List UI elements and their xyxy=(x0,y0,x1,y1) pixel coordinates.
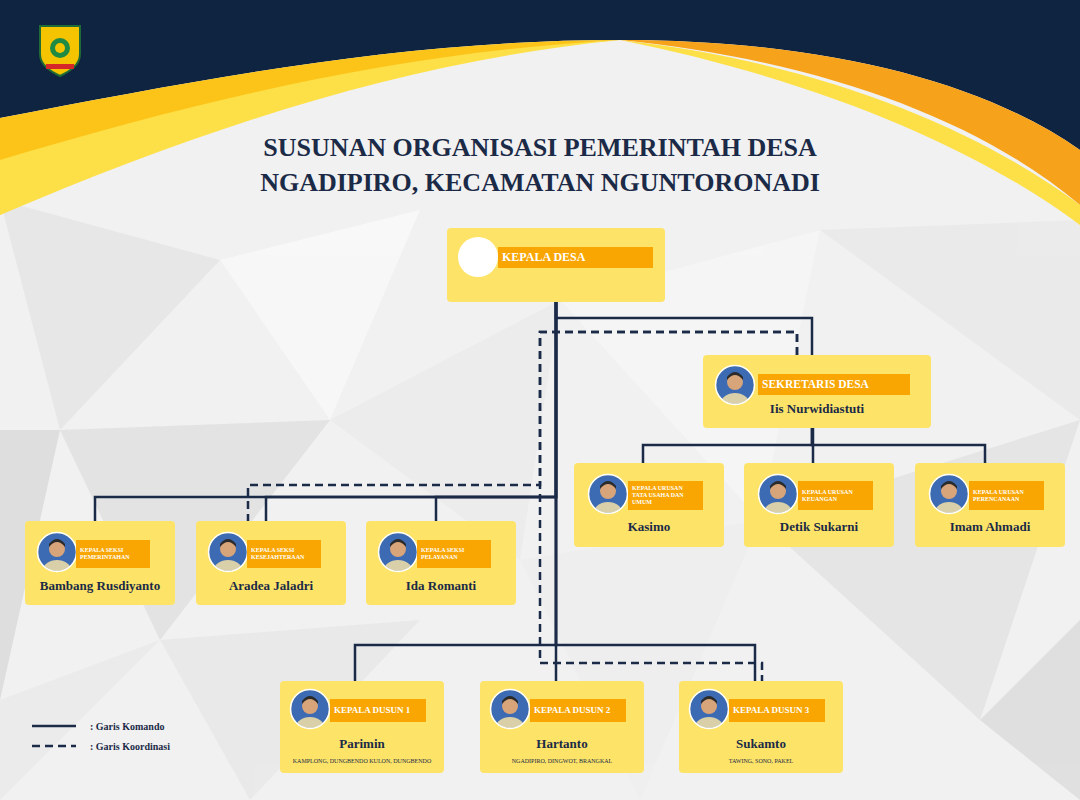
person-name: Aradea Jaladri xyxy=(196,578,346,594)
head-box: KEPALA DESA xyxy=(447,228,665,302)
hamlet-box: KEPALA DUSUN 2 HartantoNGADIPIRO, DINGWOT… xyxy=(480,681,644,773)
role-band: KEPALA SEKSI PEMERINTAHAN xyxy=(76,540,150,568)
portrait-photo xyxy=(376,530,420,574)
portrait-photo xyxy=(927,472,971,516)
role-band: KEPALA URUSAN TATA USAHA DAN UMUM xyxy=(628,481,703,510)
role-band: KEPALA SEKSI KESEJAHTERAAN xyxy=(247,540,321,568)
role-band: KEPALA DUSUN 2 xyxy=(530,699,626,722)
portrait-photo xyxy=(586,472,630,516)
role-title: KEPALA URUSAN TATA USAHA DAN UMUM xyxy=(632,485,699,506)
command-line xyxy=(436,302,556,521)
person-name: Parimin xyxy=(280,736,444,752)
section-box: KEPALA SEKSI PELAYANAN Ida Romanti xyxy=(366,521,516,605)
portrait-photo xyxy=(288,687,332,731)
person-name: Kasimo xyxy=(574,519,724,535)
portrait-photo xyxy=(687,687,731,731)
title-block: SUSUNAN ORGANISASI PEMERINTAH DESA NGADI… xyxy=(0,130,1080,200)
portrait-photo xyxy=(35,530,79,574)
person-name: Sukamto xyxy=(679,736,843,752)
portrait-photo xyxy=(713,363,757,407)
role-title: KEPALA DUSUN 1 xyxy=(334,705,410,715)
person-name: Iis Nurwidiastuti xyxy=(703,401,931,417)
legend-text: : Garis Komando xyxy=(90,721,164,732)
legend-entry: : Garis Komando xyxy=(30,716,170,736)
person-name: Hartanto xyxy=(480,736,644,752)
section-box: KEPALA SEKSI KESEJAHTERAAN Aradea Jaladri xyxy=(196,521,346,605)
role-band: KEPALA URUSAN KEUANGAN xyxy=(798,481,873,510)
role-title: KEPALA URUSAN KEUANGAN xyxy=(802,489,869,503)
legend-entry: : Garis Koordinasi xyxy=(30,736,170,756)
village-logo xyxy=(40,26,80,76)
affairs-box: KEPALA URUSAN PERENCANAAN Imam Ahmadi xyxy=(915,463,1065,547)
role-band: KEPALA DUSUN 1 xyxy=(330,699,426,722)
header-stripe xyxy=(620,40,1080,225)
role-band: KEPALA SEKSI PELAYANAN xyxy=(417,540,491,568)
hamlet-areas: TAWING, SONO, PAKEL xyxy=(679,758,843,765)
role-title: SEKRETARIS DESA xyxy=(762,378,869,391)
role-title: KEPALA SEKSI KESEJAHTERAAN xyxy=(251,547,317,561)
role-band: SEKRETARIS DESA xyxy=(758,374,910,395)
role-title: KEPALA DUSUN 3 xyxy=(733,705,809,715)
legend: : Garis Komando : Garis Koordinasi xyxy=(30,716,170,756)
legend-text: : Garis Koordinasi xyxy=(90,741,170,752)
command-line xyxy=(355,302,556,681)
person-name: Imam Ahmadi xyxy=(915,519,1065,535)
command-line xyxy=(266,302,556,521)
legend-line-sample xyxy=(30,740,76,752)
role-band: KEPALA DESA xyxy=(498,247,653,268)
low-poly-pattern xyxy=(0,200,1080,800)
role-title: KEPALA DESA xyxy=(502,251,585,265)
hamlet-box: KEPALA DUSUN 1 PariminKAMPLONG, DUNGBENDO… xyxy=(280,681,444,773)
role-band: KEPALA DUSUN 3 xyxy=(729,699,825,722)
hamlet-areas: NGADIPIRO, DINGWOT, BRANGKAL xyxy=(480,758,644,765)
command-line xyxy=(643,428,812,463)
person-name: Ida Romanti xyxy=(366,578,516,594)
command-line xyxy=(812,428,985,463)
secretary-box: SEKRETARIS DESA Iis Nurwidiastuti xyxy=(703,355,931,428)
role-title: KEPALA DUSUN 2 xyxy=(534,705,610,715)
affairs-box: KEPALA URUSAN TATA USAHA DAN UMUM Kasimo xyxy=(574,463,724,547)
hamlet-box: KEPALA DUSUN 3 SukamtoTAWING, SONO, PAKEL xyxy=(679,681,843,773)
portrait-photo xyxy=(488,687,532,731)
role-title: KEPALA URUSAN PERENCANAAN xyxy=(973,489,1040,503)
role-band: KEPALA URUSAN PERENCANAAN xyxy=(969,481,1044,510)
portrait-photo xyxy=(756,472,800,516)
section-box: KEPALA SEKSI PEMERINTAHAN Bambang Rusdiya… xyxy=(25,521,175,605)
role-title: KEPALA SEKSI PEMERINTAHAN xyxy=(80,547,146,561)
photo-placeholder xyxy=(456,235,500,279)
command-line xyxy=(556,302,812,355)
diagram-title: SUSUNAN ORGANISASI PEMERINTAH DESA NGADI… xyxy=(120,130,960,200)
portrait-photo xyxy=(206,530,250,574)
affairs-box: KEPALA URUSAN KEUANGAN Detik Sukarni xyxy=(744,463,894,547)
hamlet-areas: KAMPLONG, DUNGBENDO KULON, DUNGBENDO xyxy=(280,758,444,765)
legend-line-sample xyxy=(30,720,76,732)
person-name: Detik Sukarni xyxy=(744,519,894,535)
command-line xyxy=(95,302,556,521)
person-name: Bambang Rusdiyanto xyxy=(25,578,175,594)
role-title: KEPALA SEKSI PELAYANAN xyxy=(421,547,487,561)
